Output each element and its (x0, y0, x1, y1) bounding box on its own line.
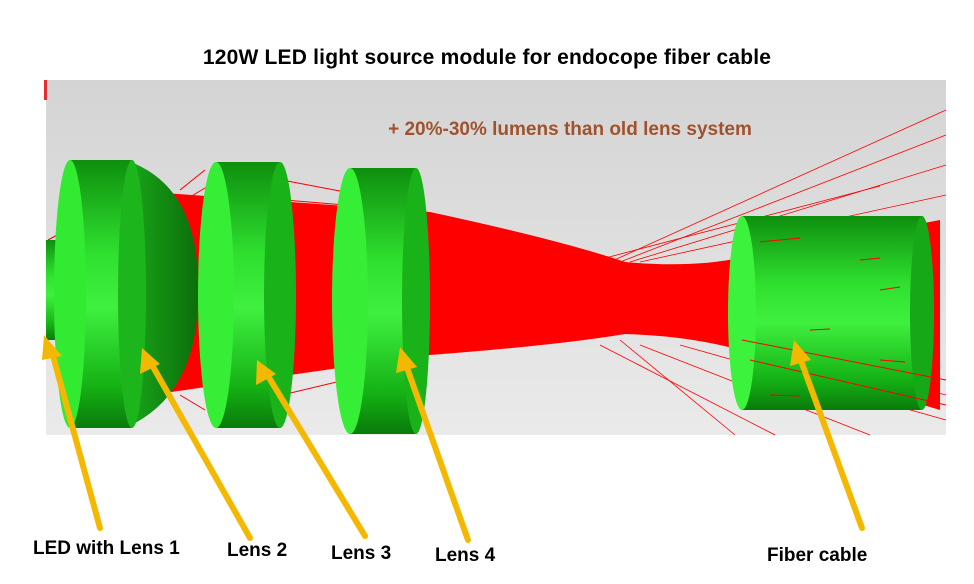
label-lens-2: Lens 2 (227, 540, 288, 561)
arrow-led-head (42, 335, 62, 360)
diagram-title: 120W LED light source module for endocop… (202, 46, 772, 69)
arrow-lens2 (149, 362, 253, 541)
label-lens-3: Lens 3 (331, 543, 392, 564)
label-led-with-lens-1: LED with Lens 1 (33, 538, 180, 559)
arrow-fiber-head (790, 340, 811, 366)
fiber-cable (728, 216, 934, 410)
subtitle: + 20%-30% lumens than old lens system (388, 119, 752, 140)
arrow-lens4 (403, 362, 471, 543)
arrow-lens4-head (396, 347, 417, 373)
pointer-arrows (42, 335, 865, 543)
lens-3 (332, 168, 430, 434)
arrow-fiber (797, 355, 865, 531)
arrow-led (49, 349, 103, 531)
arrow-lens3-head (256, 360, 276, 385)
arrow-lens3 (265, 373, 368, 539)
label-lens-4: Lens 4 (435, 545, 496, 566)
fiber-rays (741, 237, 947, 406)
lens-2 (198, 162, 296, 428)
label-fiber-cable: Fiber cable (767, 545, 868, 566)
panel-edge-mark (44, 80, 47, 100)
arrow-lens2-head (140, 348, 160, 374)
